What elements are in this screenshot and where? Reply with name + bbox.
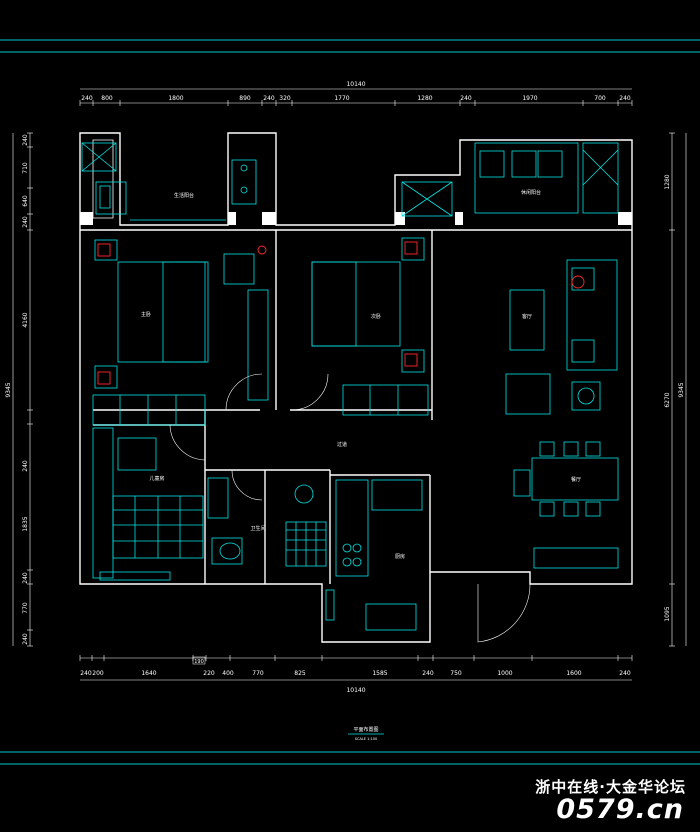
dim-left-seg: 240 [22,460,29,472]
accent-symbols [97,241,585,385]
dim-left-segments: 240 710 640 240 4160 240 1835 240 770 24… [22,134,29,645]
dim-top-seg: 240 [619,95,631,102]
dimension-lines [12,88,687,681]
room-label-corridor: 过道 [337,441,347,448]
dim-bottom-seg: 240 [422,670,434,677]
dim-bottom-seg: 1000 [497,670,512,677]
room-label-second-bedroom: 次卧 [371,313,381,320]
dim-top-seg: 320 [279,95,291,102]
dim-left-seg: 770 [22,602,29,614]
dim-bottom-seg: 240 [619,670,631,677]
dim-bottom-seg: 1600 [566,670,581,677]
dim-top-seg: 800 [101,95,113,102]
dim-bottom-small-box [192,656,206,665]
room-label-balcony-left: 生活阳台 [174,192,194,199]
door-swings [169,373,531,643]
room-label-master-bedroom: 主卧 [141,311,151,318]
dim-top-seg: 700 [594,95,606,102]
dim-bottom-seg: 220 [203,670,215,677]
dim-bottom-seg: 770 [252,670,264,677]
dim-right-seg: 6270 [664,392,671,407]
dim-bottom-segments: 240 200 1640 220 400 770 825 1585 240 75… [80,670,631,677]
dim-bottom-seg: 400 [222,670,234,677]
dim-left-seg: 1835 [22,516,29,531]
furniture [81,142,619,735]
dim-bottom-seg: 1585 [372,670,387,677]
dim-top-seg: 240 [81,95,93,102]
drawing-title: 平面布置图 [353,726,378,733]
dim-bottom-seg: 825 [294,670,306,677]
room-label-dining-room: 餐厅 [571,476,581,483]
dim-bottom-small: 190 [194,659,204,665]
dim-left-seg: 240 [22,216,29,228]
dim-left-seg: 240 [22,572,29,584]
dim-left-seg: 640 [22,195,29,207]
room-label-bathroom: 卫生间 [250,525,265,532]
room-label-balcony-right: 休闲阳台 [521,189,541,196]
dim-top-segments: 240 800 1800 890 240 320 1770 1280 240 1… [81,95,631,102]
dim-top-seg: 1770 [334,95,349,102]
room-label-kids-room: 儿童房 [149,475,164,482]
dim-bottom-seg: 200 [92,670,104,677]
drawing-frame [0,39,700,765]
dim-top-seg: 1800 [168,95,183,102]
dim-left-total: 9345 [5,382,12,397]
dim-left-seg: 710 [22,162,29,174]
dim-top-total: 10140 [346,81,365,88]
dimension-ticks [27,100,675,661]
wall-columns [80,212,632,225]
dim-bottom-seg: 1640 [141,670,156,677]
dim-top-seg: 240 [460,95,472,102]
walls [79,132,633,643]
dim-right-total: 9345 [678,382,685,397]
dim-right-seg: 1280 [664,174,671,189]
dim-top-seg: 1970 [522,95,537,102]
dim-left-seg: 4160 [22,312,29,327]
drawing-scale: SCALE 1:100 [355,737,377,741]
room-label-kitchen: 厨房 [395,553,405,560]
dim-top-seg: 240 [263,95,275,102]
dim-bottom-total: 10140 [346,687,365,694]
dim-bottom-seg: 750 [450,670,462,677]
watermark-site-name: 浙中在线·大金华论坛 [535,778,686,796]
dim-right-seg: 1095 [664,606,671,621]
watermark-domain: 0579.cn [556,794,684,825]
dim-right-segments: 1280 6270 1095 [664,174,671,621]
dim-top-seg: 1280 [417,95,432,102]
room-labels: 生活阳台 休闲阳台 主卧 次卧 客厅 过道 儿童房 卫生间 厨房 餐厅 [141,189,581,560]
dim-left-seg: 240 [22,134,29,146]
dim-top-seg: 890 [239,95,251,102]
dim-bottom-seg: 240 [80,670,92,677]
dim-left-seg: 240 [22,633,29,645]
room-label-living-room: 客厅 [522,313,532,320]
